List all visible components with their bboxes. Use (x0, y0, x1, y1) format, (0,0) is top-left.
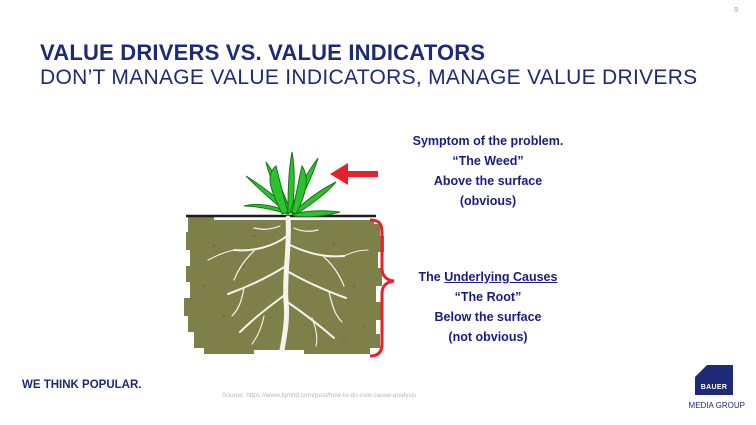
weed-root-illustration (184, 151, 395, 358)
logo-box: BAUER (695, 365, 733, 395)
source-citation: Source: https://www.fqmltd.com/post/how-… (222, 392, 417, 399)
logo-subtitle: MEDIA GROUP (688, 401, 745, 410)
causes-underlined: Underlying Causes (444, 270, 558, 284)
symptom-label: Symptom of the problem. “The Weed” Above… (400, 131, 576, 211)
symptom-line-3: Above the surface (433, 174, 543, 188)
symptom-line-4: (obvious) (459, 194, 517, 208)
weed-leaves (243, 151, 341, 218)
logo-corner (695, 365, 707, 377)
slide-subtitle: DON’T MANAGE VALUE INDICATORS, MANAGE VA… (40, 66, 698, 89)
slide-title: VALUE DRIVERS VS. VALUE INDICATORS (40, 40, 486, 65)
symptom-line-2: “The Weed” (452, 154, 524, 168)
page-number: 9 (734, 7, 738, 14)
logo-word: BAUER (700, 384, 728, 391)
roots (207, 215, 369, 353)
causes-line-2: “The Root” (454, 290, 522, 304)
causes-line-3: Below the surface (434, 310, 542, 324)
bauer-logo: BAUER MEDIA GROUP (673, 365, 745, 417)
causes-line-4: (not obvious) (448, 330, 528, 344)
symptom-line-1: Symptom of the problem. (412, 134, 564, 148)
causes-prefix: The (418, 270, 445, 284)
brace-icon (369, 218, 395, 358)
causes-label: The Underlying Causes “The Root” Below t… (400, 267, 576, 347)
arrow-icon (330, 163, 378, 185)
causes-line-1: The Underlying Causes (400, 267, 576, 287)
tagline: WE THINK POPULAR. (22, 379, 142, 391)
